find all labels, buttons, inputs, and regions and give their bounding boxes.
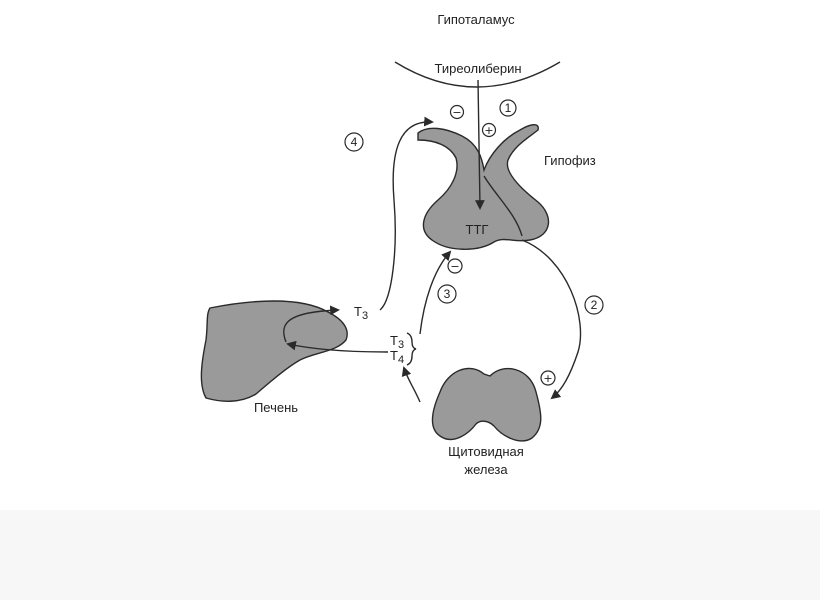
hormones-to-liver-arrow: [286, 340, 389, 353]
feedback-minus-glyph: −: [450, 260, 459, 273]
step-2-marker: [584, 295, 604, 315]
step-4-marker: [344, 132, 364, 152]
liver-label: Печень: [254, 400, 298, 415]
trh-positive-sign: [481, 122, 497, 138]
thyroid-plus-glyph: +: [543, 372, 552, 385]
hypothalamus-label: Гипоталамус: [437, 12, 515, 27]
t3-feedback-arrow: [379, 116, 434, 311]
thyroid-positive-sign: [540, 370, 556, 386]
step-3-number: 3: [444, 287, 451, 301]
t4-label: T4: [390, 348, 404, 366]
step-3-marker: [437, 284, 457, 304]
step-1-marker: [499, 99, 517, 117]
t3-label: T3: [390, 333, 404, 351]
liver-t3-label: T3: [354, 304, 368, 322]
tsh-label: ТТГ: [466, 222, 489, 237]
diagram-panel: [0, 0, 820, 510]
thyroid-gland-shape: [431, 367, 542, 442]
negative-feedback-arrow: [419, 250, 452, 335]
trh-negative-sign: [449, 104, 465, 120]
step-4-number: 4: [351, 135, 358, 149]
trh-plus-glyph: +: [484, 124, 493, 137]
trh-minus-glyph: −: [452, 106, 461, 119]
trh-stimulation-arrow: [474, 79, 485, 210]
step-2-number: 2: [591, 298, 598, 312]
trh-label: Тиреолиберин: [434, 61, 521, 76]
hormone-bracket: [406, 332, 417, 366]
tsh-to-thyroid-arrow: [521, 239, 582, 400]
thyroid-to-hormones-arrow: [401, 366, 421, 403]
liver-shape: [200, 300, 348, 402]
pituitary-lobe-divider: [483, 175, 523, 237]
step-1-number: 1: [505, 101, 512, 115]
hypothalamus-arc: [394, 61, 561, 88]
thyroid-label-line1: Щитовидная: [448, 444, 524, 459]
feedback-negative-sign: [447, 258, 463, 274]
liver-to-t3-arrow: [283, 305, 340, 343]
pituitary-gland-shape: [417, 124, 550, 250]
pituitary-label: Гипофиз: [544, 153, 596, 168]
thyroid-label-line2: железа: [464, 462, 508, 477]
